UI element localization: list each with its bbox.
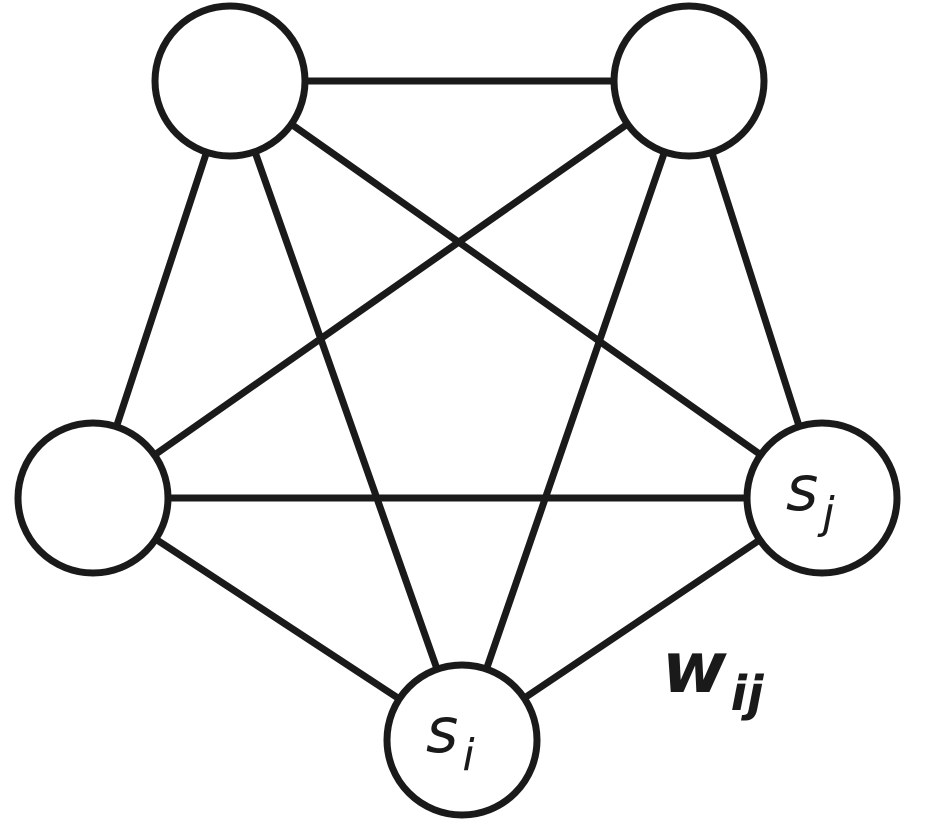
node-label-main-right: s (786, 452, 818, 525)
weight-label: wij (662, 627, 764, 722)
weight-label-main: w (662, 627, 727, 709)
node-label-sub-bottom: i (462, 730, 475, 781)
labels-layer: wij (662, 627, 764, 722)
node-top-right (610, 2, 768, 160)
node-circle-bottom (383, 661, 541, 819)
node-circle-top-left (151, 2, 309, 160)
edge-top-right-bottom (458, 77, 693, 744)
edge-top-left-right (226, 77, 826, 502)
node-left (14, 419, 172, 577)
node-right: sj (743, 419, 901, 577)
node-label-bottom: si (426, 694, 475, 781)
node-bottom: si (383, 661, 541, 819)
node-circle-right (743, 419, 901, 577)
weight-label-sub: ij (731, 666, 764, 722)
node-label-right: sj (786, 452, 835, 539)
edge-top-left-bottom (226, 77, 466, 744)
node-label-sub-right: j (817, 488, 835, 539)
node-label-main-bottom: s (426, 694, 458, 767)
node-top-left (151, 2, 309, 160)
edge-top-right-left (89, 77, 693, 502)
node-circle-left (14, 419, 172, 577)
node-circle-top-right (610, 2, 768, 160)
